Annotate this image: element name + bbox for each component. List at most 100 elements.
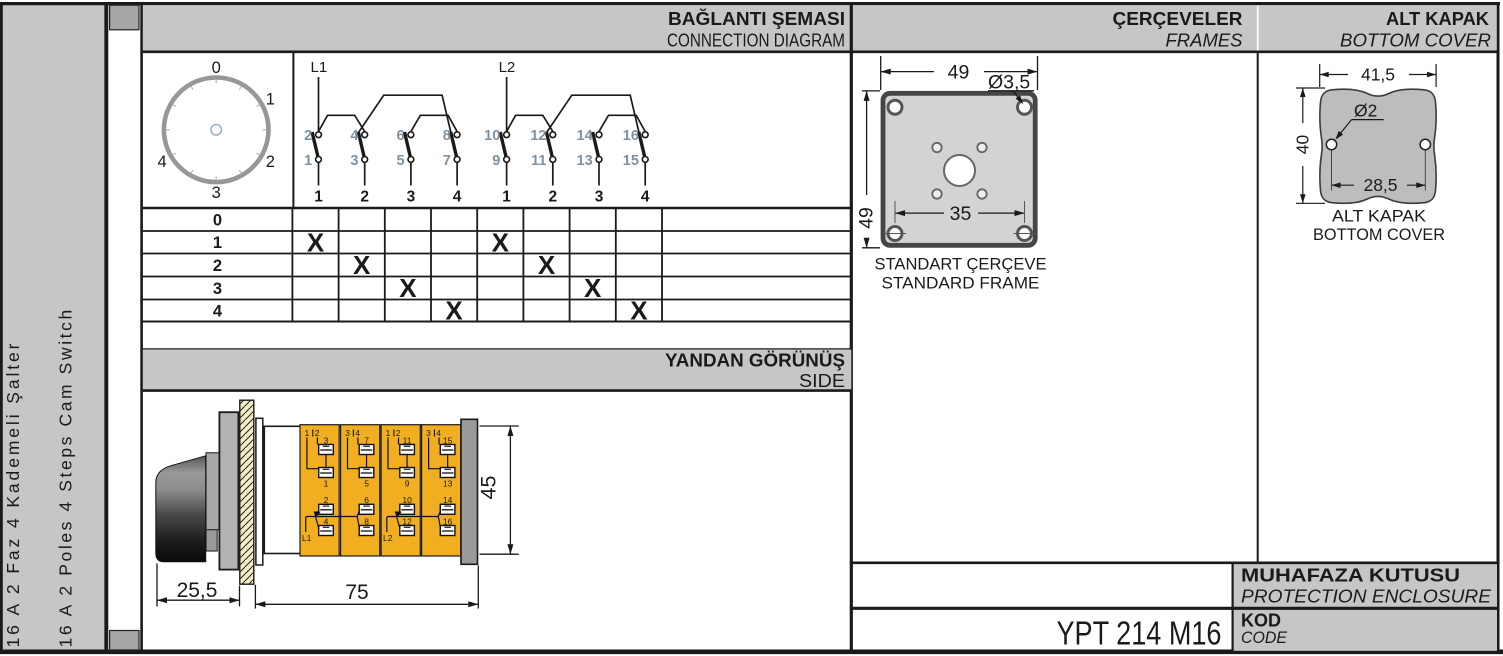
svg-text:11: 11 (403, 436, 412, 446)
svg-text:9: 9 (405, 479, 410, 489)
svg-text:3: 3 (595, 189, 604, 206)
svg-text:49: 49 (856, 207, 878, 229)
svg-text:ALT KAPAK: ALT KAPAK (1386, 8, 1490, 29)
svg-text:3: 3 (350, 153, 358, 169)
svg-text:14: 14 (443, 495, 453, 505)
svg-text:4: 4 (453, 189, 462, 206)
svg-text:28,5: 28,5 (1363, 175, 1397, 195)
svg-text:CODE: CODE (1241, 628, 1288, 647)
svg-text:12: 12 (530, 128, 546, 144)
svg-text:1: 1 (324, 479, 329, 489)
svg-text:75: 75 (345, 581, 368, 604)
svg-text:3: 3 (345, 428, 350, 438)
svg-text:1: 1 (304, 153, 312, 169)
svg-text:5: 5 (397, 153, 405, 169)
svg-text:2: 2 (548, 189, 557, 206)
svg-text:X: X (399, 273, 417, 303)
svg-text:2: 2 (304, 128, 312, 144)
svg-text:1: 1 (314, 189, 323, 206)
svg-text:35: 35 (950, 203, 972, 225)
svg-text:4: 4 (324, 516, 329, 526)
svg-text:2: 2 (315, 428, 320, 438)
svg-text:16 A 2 Faz 4 Kademeli Şalter: 16 A 2 Faz 4 Kademeli Şalter (3, 341, 23, 648)
svg-text:4: 4 (641, 189, 650, 206)
svg-text:X: X (538, 250, 556, 280)
svg-text:9: 9 (492, 153, 500, 169)
svg-text:15: 15 (623, 153, 639, 169)
svg-text:16: 16 (443, 516, 453, 526)
svg-text:16 A 2 Poles 4 Steps Cam Switc: 16 A 2 Poles 4 Steps Cam Switch (56, 307, 76, 647)
svg-text:BAĞLANTI ŞEMASI: BAĞLANTI ŞEMASI (668, 8, 845, 29)
svg-text:4: 4 (355, 428, 360, 438)
svg-text:FRAMES: FRAMES (1166, 31, 1243, 51)
svg-text:1: 1 (213, 234, 222, 252)
svg-text:7: 7 (443, 153, 451, 169)
svg-text:6: 6 (364, 495, 369, 505)
svg-text:L1: L1 (302, 533, 312, 543)
svg-text:YPT 214 M16: YPT 214 M16 (1057, 614, 1222, 651)
svg-text:L2: L2 (499, 59, 516, 76)
svg-text:YANDAN GÖRÜNÜŞ: YANDAN GÖRÜNÜŞ (665, 350, 845, 371)
svg-text:1: 1 (266, 90, 275, 108)
svg-text:1: 1 (305, 428, 310, 438)
svg-text:45: 45 (477, 476, 501, 500)
svg-text:2: 2 (266, 153, 275, 171)
svg-text:X: X (584, 273, 602, 303)
svg-text:10: 10 (402, 495, 412, 505)
svg-text:SIDE: SIDE (799, 371, 845, 391)
svg-text:14: 14 (577, 128, 593, 144)
svg-text:X: X (492, 227, 510, 257)
svg-text:12: 12 (402, 516, 412, 526)
svg-text:10: 10 (484, 128, 500, 144)
svg-text:2: 2 (360, 189, 369, 206)
svg-text:25,5: 25,5 (177, 579, 218, 602)
svg-text:3: 3 (213, 280, 222, 298)
svg-text:0: 0 (212, 59, 221, 77)
svg-text:41,5: 41,5 (1361, 64, 1395, 84)
svg-text:MUHAFAZA KUTUSU: MUHAFAZA KUTUSU (1241, 566, 1460, 586)
svg-text:Ø3,5: Ø3,5 (988, 71, 1030, 93)
svg-text:15: 15 (443, 436, 453, 446)
svg-text:1: 1 (502, 189, 511, 206)
svg-text:Ø2: Ø2 (1354, 100, 1377, 120)
svg-text:8: 8 (443, 128, 451, 144)
svg-text:PROTECTION ENCLOSURE: PROTECTION ENCLOSURE (1241, 586, 1492, 607)
svg-text:KOD: KOD (1241, 611, 1281, 631)
svg-text:3: 3 (324, 436, 329, 446)
svg-text:49: 49 (948, 61, 970, 83)
svg-text:1: 1 (386, 428, 391, 438)
svg-text:4: 4 (158, 153, 167, 171)
svg-text:STANDARD FRAME: STANDARD FRAME (882, 275, 1040, 293)
svg-text:L1: L1 (311, 59, 328, 76)
svg-text:X: X (445, 296, 463, 326)
svg-text:3: 3 (407, 189, 416, 206)
svg-text:X: X (353, 250, 371, 280)
svg-text:8: 8 (364, 516, 369, 526)
svg-text:BOTTOM COVER: BOTTOM COVER (1340, 31, 1491, 51)
svg-text:6: 6 (397, 128, 405, 144)
svg-text:4: 4 (350, 128, 358, 144)
svg-text:4: 4 (213, 302, 223, 320)
svg-text:16: 16 (623, 128, 639, 144)
svg-text:4: 4 (436, 428, 441, 438)
svg-text:ALT KAPAK: ALT KAPAK (1332, 207, 1427, 226)
svg-text:3: 3 (426, 428, 431, 438)
svg-text:5: 5 (364, 479, 369, 489)
svg-text:7: 7 (364, 436, 369, 446)
svg-text:CONNECTION DIAGRAM: CONNECTION DIAGRAM (667, 31, 845, 51)
svg-text:13: 13 (443, 479, 453, 489)
svg-text:STANDART ÇERÇEVE: STANDART ÇERÇEVE (875, 256, 1047, 274)
svg-text:3: 3 (212, 184, 221, 202)
svg-text:X: X (307, 227, 325, 257)
svg-text:13: 13 (577, 153, 593, 169)
svg-text:0: 0 (213, 211, 222, 229)
svg-text:BOTTOM COVER: BOTTOM COVER (1313, 225, 1445, 244)
svg-text:40: 40 (1293, 135, 1313, 155)
svg-text:ÇERÇEVELER: ÇERÇEVELER (1113, 8, 1243, 29)
svg-text:L2: L2 (383, 533, 393, 543)
svg-text:2: 2 (396, 428, 401, 438)
svg-text:2: 2 (213, 257, 222, 275)
svg-text:11: 11 (531, 153, 546, 169)
svg-text:2: 2 (324, 495, 329, 505)
svg-text:X: X (630, 296, 648, 326)
